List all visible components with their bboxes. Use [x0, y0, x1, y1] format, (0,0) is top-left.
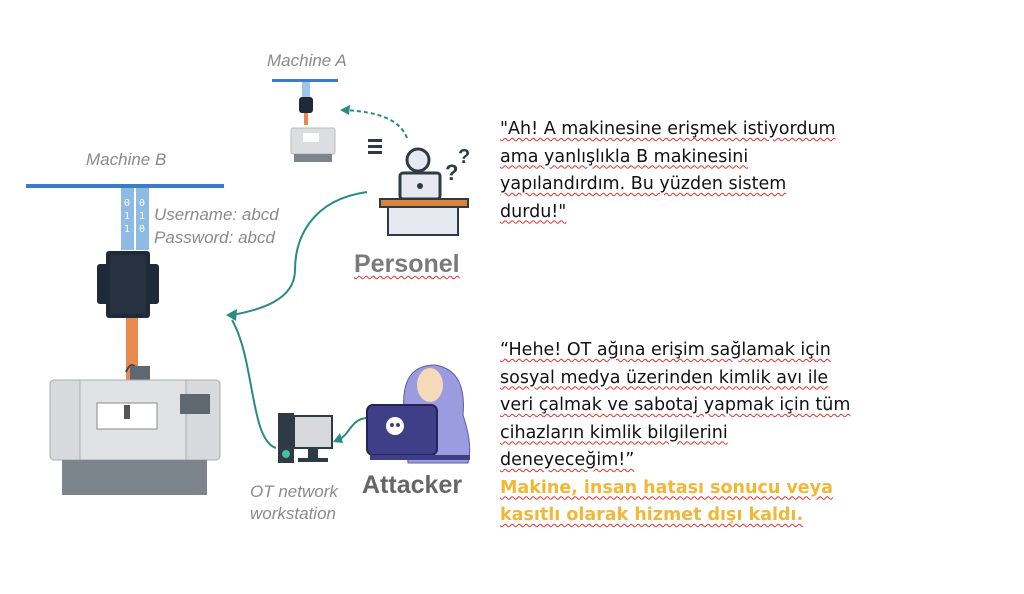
svg-text:0: 0 — [139, 198, 145, 209]
quote-line: "Ah! A makinesine erişmek istiyordum — [500, 119, 836, 139]
arrow-personel-to-machine-a — [344, 109, 408, 139]
attacker-icon — [366, 364, 471, 464]
svg-text:?: ? — [445, 160, 458, 185]
machine-a-icon — [272, 79, 338, 162]
data-link-orange — [125, 318, 150, 384]
personel-icon: ? ? — [368, 139, 470, 236]
attacker-quote: “Hehe! OT ağına erişim sağlamak için sos… — [500, 337, 900, 530]
arrow-attacker-to-workstation — [337, 417, 367, 441]
workstation-label-1: OT network — [250, 482, 338, 501]
username-label: Username: abcd — [154, 205, 279, 224]
gateway-device-icon — [97, 251, 159, 318]
svg-text:0: 0 — [124, 198, 130, 209]
svg-text:0: 0 — [139, 224, 145, 235]
conclusion-line: kasıtlı olarak hizmet dışı kaldı. — [500, 505, 804, 525]
quote-line: ama yanlışlıkla B makinesini — [500, 146, 749, 167]
attacker-label: Attacker — [362, 471, 463, 499]
arrow-workstation-to-machine-b — [231, 319, 277, 449]
quote-line: “Hehe! OT ağına erişim sağlamak için — [500, 340, 831, 360]
ot-workstation-icon — [278, 413, 333, 463]
machine-a-label: Machine A — [267, 51, 347, 70]
password-label: Password: abcd — [154, 228, 275, 247]
quote-line: veri çalmak ve sabotaj yapmak için tüm — [500, 395, 851, 415]
svg-text:?: ? — [458, 146, 470, 168]
conclusion-line: Makine, insan hatası sonucu veya — [500, 477, 833, 498]
svg-text:1: 1 — [124, 224, 130, 235]
svg-text:1: 1 — [124, 211, 130, 222]
arrows — [226, 105, 408, 449]
svg-text:1: 1 — [139, 211, 145, 222]
arrow-personel-to-machine-b — [231, 191, 368, 316]
machine-b-label: Machine B — [86, 150, 167, 169]
workstation-label-2: workstation — [250, 504, 336, 523]
machine-b-cnc-icon — [49, 379, 221, 495]
quote-line: durdu!" — [500, 201, 567, 222]
quote-line: sosyal medya üzerinden kimlik avı ile — [500, 367, 829, 388]
quote-line: deneyeceğim!” — [500, 450, 635, 470]
quote-line: cihazların kimlik bilgilerini — [500, 422, 728, 443]
quote-line: yapılandırdım. Bu yüzden sistem — [500, 174, 787, 194]
machine-b-bus: 0 1 1 0 1 0 — [26, 184, 224, 250]
personel-quote: "Ah! A makinesine erişmek istiyordum ama… — [500, 116, 900, 226]
personel-label: Personel — [354, 250, 460, 278]
